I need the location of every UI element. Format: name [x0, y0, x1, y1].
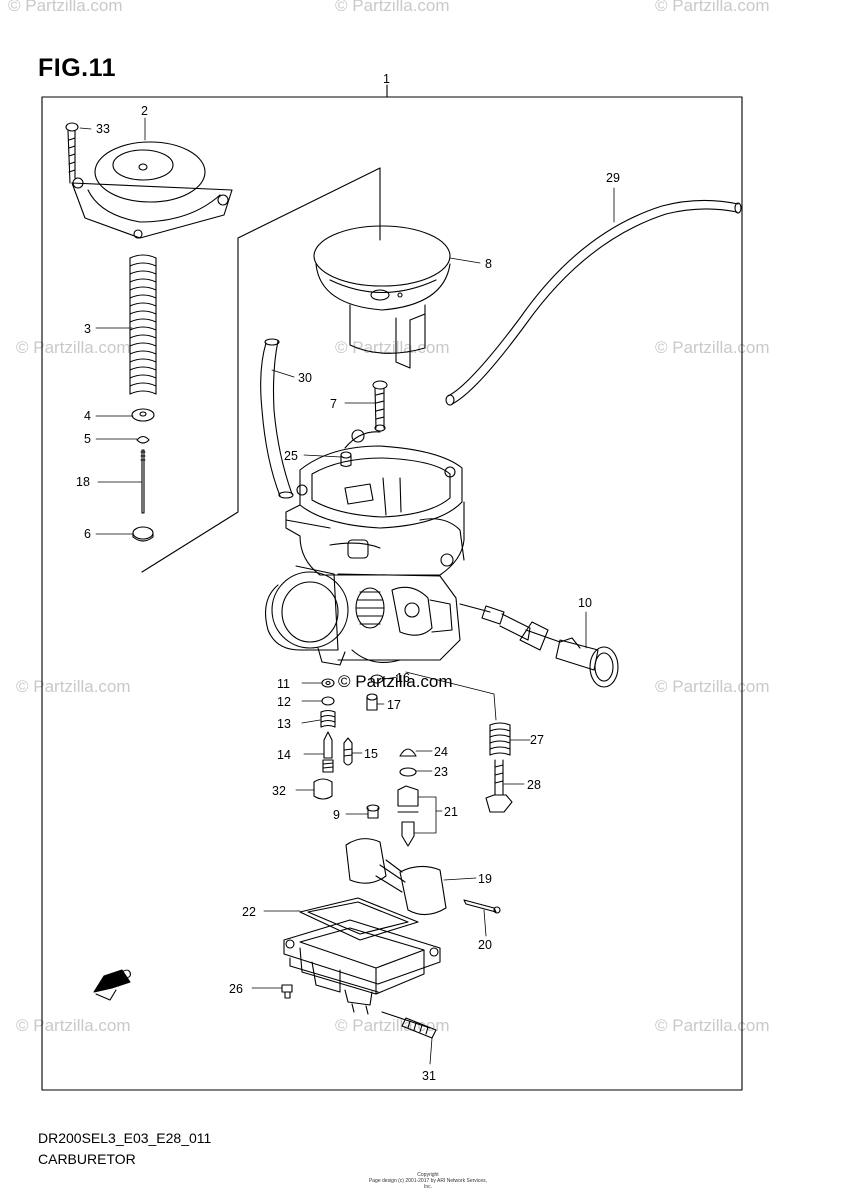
- callout-6: 6: [84, 527, 91, 541]
- washer-part: [131, 408, 155, 422]
- callout-15: 15: [364, 747, 378, 761]
- callout-27: 27: [530, 733, 544, 747]
- washer-small-part: [321, 696, 335, 706]
- watermark-low-left: © Partzilla.com: [16, 677, 131, 696]
- short-hose-part: [260, 338, 294, 499]
- bowl-screw-part: [281, 984, 293, 999]
- callout-9: 9: [333, 808, 340, 822]
- callout-25: 25: [284, 449, 298, 463]
- o-ring-23-part: [399, 767, 417, 777]
- callout-21: 21: [444, 805, 458, 819]
- screw-part: [65, 122, 79, 184]
- small-screw-part: [366, 804, 380, 819]
- pilot-spring-part: [320, 709, 336, 728]
- drain-screw-part: [381, 1011, 437, 1039]
- diagram-code: DR200SEL3_E03_E28_011: [38, 1130, 212, 1146]
- jet-cap-part: [399, 748, 417, 757]
- callout-1: 1: [383, 72, 390, 86]
- diagram-name: CARBURETOR: [38, 1151, 136, 1167]
- o-ring-small-part: [321, 678, 335, 688]
- callout-28: 28: [527, 778, 541, 792]
- callout-7: 7: [330, 397, 337, 411]
- carburetor-body-part: [265, 429, 619, 688]
- copyright-notice: Copyright Page design (c) 2001-2017 by A…: [368, 1172, 488, 1190]
- small-jet-part: [340, 451, 352, 468]
- plug-cap-part: [313, 778, 333, 800]
- float-bowl-gasket-part: [299, 897, 419, 941]
- callout-3: 3: [84, 322, 91, 336]
- callout-11: 11: [277, 677, 290, 691]
- callout-5: 5: [84, 432, 91, 446]
- float-part: [345, 838, 447, 916]
- watermark-mid-left: © Partzilla.com: [16, 338, 131, 357]
- spring-part: [129, 254, 157, 395]
- group-bracket: [141, 167, 381, 573]
- callout-labels: 1 2 33 3 4 5 18 6 8 29 30 7 25 10 11 16 …: [76, 72, 620, 1083]
- assembly-frame: [41, 96, 743, 1091]
- clip-part: [136, 435, 150, 444]
- callout-10: 10: [578, 596, 592, 610]
- main-jet-part: [366, 693, 378, 711]
- top-cover-part: [71, 141, 233, 239]
- callout-30: 30: [298, 371, 312, 385]
- needle-part: [140, 449, 146, 514]
- callout-20: 20: [478, 938, 492, 952]
- watermark-bottom-right: © Partzilla.com: [655, 1016, 770, 1035]
- callout-22: 22: [242, 905, 256, 919]
- fwd-arrow-icon: [93, 969, 131, 1001]
- callout-23: 23: [434, 765, 448, 779]
- leader-lines: [79, 117, 615, 1065]
- watermark-mid-center: © Partzilla.com: [335, 338, 450, 357]
- long-hose-part: [445, 199, 742, 406]
- watermark-low-right: © Partzilla.com: [655, 677, 770, 696]
- copyright-line-1: Copyright: [417, 1172, 439, 1178]
- callout-17: 17: [387, 698, 401, 712]
- callout-8: 8: [485, 257, 492, 271]
- callout-2: 2: [141, 104, 148, 118]
- callout-19: 19: [478, 872, 492, 886]
- diaphragm-slide-part: [313, 225, 451, 369]
- callout-24: 24: [434, 745, 448, 759]
- callout-12: 12: [277, 695, 291, 709]
- slow-jet-part: [343, 737, 353, 766]
- watermark-top-left: © Partzilla.com: [8, 0, 123, 15]
- figure-title: FIG.11: [38, 54, 117, 82]
- o-ring-16-part: [370, 674, 384, 684]
- callout-29: 29: [606, 171, 620, 185]
- callout-4: 4: [84, 409, 91, 423]
- throttle-stop-screw-part: [485, 759, 513, 813]
- needle-seat-part: [132, 526, 154, 542]
- watermark-top-center: © Partzilla.com: [335, 0, 450, 15]
- float-bowl-part: [283, 919, 441, 1015]
- needle-valve-part: [397, 785, 419, 847]
- watermark-bottom-left: © Partzilla.com: [16, 1016, 131, 1035]
- watermark-mid-right: © Partzilla.com: [655, 338, 770, 357]
- throttle-spring-part: [489, 722, 511, 756]
- callout-16: 16: [396, 671, 410, 685]
- callout-14: 14: [277, 748, 291, 762]
- callout-18: 18: [76, 475, 90, 489]
- callout-32: 32: [272, 784, 286, 798]
- callout-13: 13: [277, 717, 291, 731]
- callout-31: 31: [422, 1069, 436, 1083]
- callout-26: 26: [229, 982, 243, 996]
- watermark-top-right: © Partzilla.com: [655, 0, 770, 15]
- cap-screw-part: [372, 380, 388, 432]
- copyright-line-2: Page design (c) 2001-2017 by ARI Network…: [368, 1178, 488, 1190]
- float-pin-part: [463, 899, 501, 914]
- pilot-screw-part: [322, 731, 334, 773]
- callout-33: 33: [96, 122, 110, 136]
